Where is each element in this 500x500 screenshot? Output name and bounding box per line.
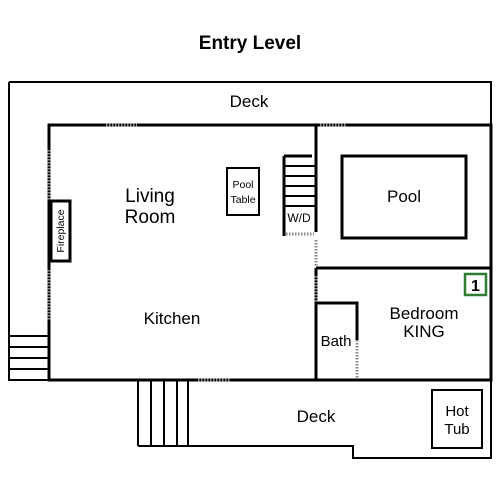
deck-bottom-label: Deck	[297, 407, 336, 426]
living-room-label-2: Room	[125, 207, 176, 228]
interior-stairs	[282, 154, 316, 236]
hot-tub-label-2: Tub	[444, 421, 469, 438]
fireplace-label: Fireplace	[55, 209, 67, 252]
wd-label: W/D	[287, 211, 311, 225]
bedroom-label-1: Bedroom	[390, 304, 459, 323]
kitchen-label: Kitchen	[144, 309, 201, 328]
bedroom-number-badge	[463, 272, 488, 297]
bath-walls	[316, 301, 359, 340]
hot-tub	[431, 389, 483, 449]
left-steps	[9, 335, 49, 370]
living-room-label-1: Living	[125, 186, 175, 207]
deck-top-outline	[9, 81, 492, 128]
hot-tub-label-1: Hot	[445, 403, 469, 420]
bath-label: Bath	[321, 333, 352, 350]
deck-bottom-outline	[188, 380, 492, 459]
pool	[340, 154, 468, 240]
pool-label: Pool	[387, 187, 421, 206]
pool-table-label-2: Table	[230, 194, 255, 206]
bedroom-number: 1	[471, 278, 480, 295]
floor-title: Entry Level	[199, 33, 301, 54]
deck-top-label: Deck	[230, 92, 269, 111]
pool-table	[226, 167, 260, 216]
fireplace	[49, 199, 72, 263]
bottom-steps	[137, 380, 189, 447]
house-outline	[47, 123, 493, 382]
bedroom-label-2: KING	[403, 322, 445, 341]
pool-table-label-1: Pool	[232, 179, 253, 191]
deck-left-outline	[8, 82, 49, 381]
